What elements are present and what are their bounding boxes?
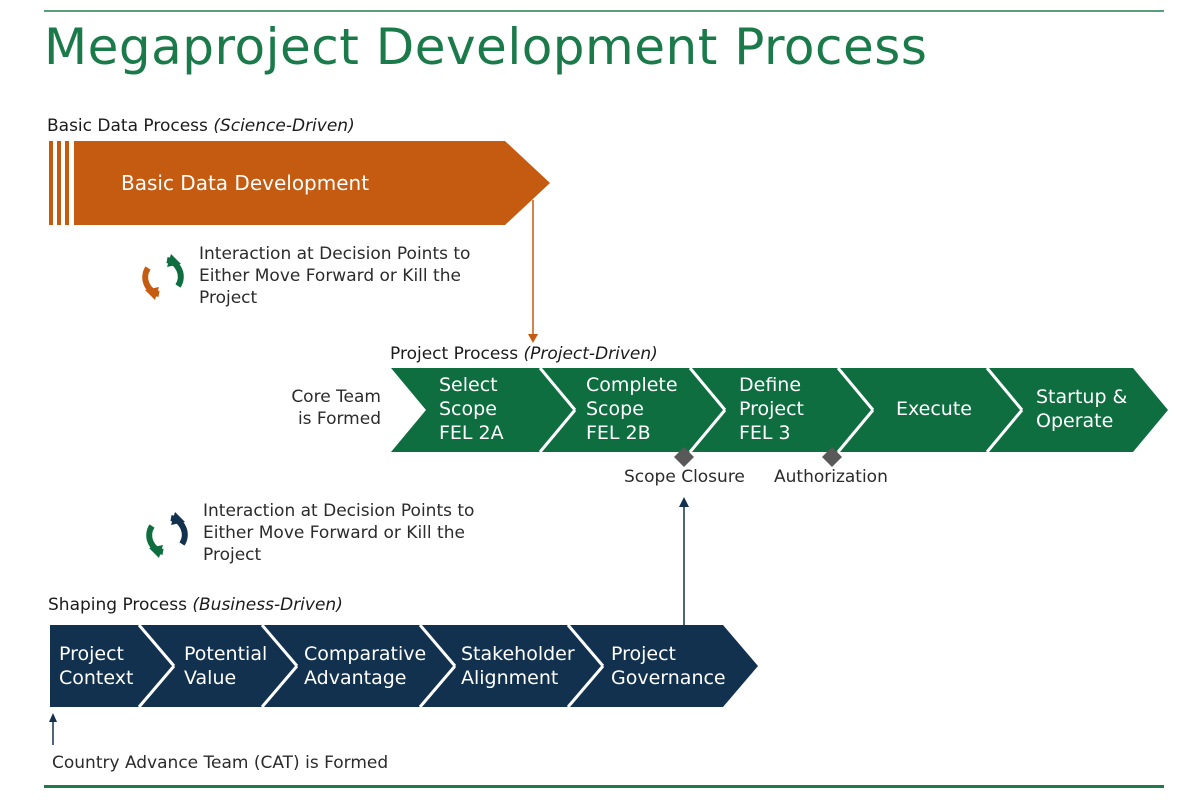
cat-formed-note: Country Advance Team (CAT) is Formed: [52, 753, 389, 773]
step-stakeholder-alignment-line-1: Stakeholder: [461, 643, 575, 665]
chevron-complete-scope: [540, 368, 725, 452]
scope-closure-label: Scope Closure: [624, 467, 745, 487]
basic-to-project-connector: [528, 200, 538, 343]
interaction-bottom-line-3: Project: [203, 545, 262, 565]
step-define-project-label: Define Project FEL 3: [739, 373, 804, 445]
chevron-define-project: [690, 368, 873, 452]
project-process-label: Project Process (Project-Driven): [390, 344, 658, 364]
interaction-note-top: Interaction at Decision Points to Either…: [199, 243, 470, 309]
basic-data-stripe-1: [49, 141, 53, 225]
interaction-note-bottom: Interaction at Decision Points to Either…: [203, 500, 474, 566]
project-process-label-main: Project Process: [390, 344, 519, 364]
chevron-startup-operate: [987, 368, 1168, 452]
step-select-scope-line-1: Select: [439, 374, 498, 396]
page-title: Megaproject Development Process: [44, 18, 928, 76]
step-define-project-line-1: Define: [739, 374, 802, 396]
shaping-to-scope-closure-connector: [679, 497, 689, 625]
step-potential-value-line-1: Potential: [184, 643, 268, 665]
chevron-select-scope: [391, 368, 575, 452]
step-complete-scope-line-2: Scope: [586, 398, 644, 420]
project-chevrons: [391, 367, 1168, 453]
step-select-scope-line-3: FEL 2A: [439, 422, 504, 444]
step-define-project-line-2: Project: [739, 398, 805, 420]
shaping-process-label: Shaping Process (Business-Driven): [48, 595, 343, 615]
cycle-arrows-icon: [142, 254, 184, 300]
step-project-governance-line-2: Governance: [611, 667, 726, 689]
step-select-scope-label: Select Scope FEL 2A: [439, 373, 504, 445]
basic-data-arrow: [74, 141, 550, 225]
step-project-context-line-2: Context: [59, 667, 134, 689]
interaction-top-line-2: Either Move Forward or Kill the: [199, 266, 461, 286]
step-define-project-line-3: FEL 3: [739, 422, 791, 444]
basic-data-stripe-2: [57, 141, 61, 225]
chevron-project-governance: [568, 625, 758, 707]
step-complete-scope-label: Complete Scope FEL 2B: [586, 373, 678, 445]
step-startup-operate-line-1: Startup &: [1036, 386, 1128, 408]
basic-data-label-main: Basic Data Process: [47, 116, 208, 136]
step-project-governance-line-1: Project: [611, 643, 677, 665]
step-comparative-advantage-line-1: Comparative: [304, 643, 427, 665]
chevron-execute: [838, 368, 1022, 452]
top-rule: [44, 10, 1164, 12]
cycle-arrows-icon-bottom: [146, 512, 188, 558]
step-comparative-advantage-label: Comparative Advantage: [304, 642, 426, 690]
chevron-stakeholder-alignment: [420, 625, 603, 707]
core-team-note: Core Team is Formed: [255, 386, 381, 430]
step-project-context-label: Project Context: [59, 642, 133, 690]
step-potential-value-label: Potential Value: [184, 642, 267, 690]
core-team-line-2: is Formed: [297, 409, 381, 429]
scope-closure-diamond-icon: [674, 447, 694, 467]
step-execute-label: Execute: [896, 397, 972, 421]
cat-arrow: [49, 713, 57, 745]
step-stakeholder-alignment-label: Stakeholder Alignment: [461, 642, 575, 690]
step-complete-scope-line-3: FEL 2B: [586, 422, 651, 444]
step-stakeholder-alignment-line-2: Alignment: [461, 667, 559, 689]
step-project-context-line-1: Project: [59, 643, 125, 665]
authorization-diamond-icon: [822, 447, 842, 467]
core-team-line-1: Core Team: [291, 387, 381, 407]
interaction-top-line-3: Project: [199, 288, 258, 308]
step-comparative-advantage-line-2: Advantage: [304, 667, 407, 689]
interaction-top-line-1: Interaction at Decision Points to: [199, 244, 471, 264]
step-potential-value-line-2: Value: [184, 667, 237, 689]
chevron-project-context: [50, 625, 174, 707]
interaction-bottom-line-1: Interaction at Decision Points to: [203, 501, 475, 521]
basic-data-stripe-3: [65, 141, 69, 225]
step-execute-line-1: Execute: [896, 398, 972, 420]
step-select-scope-line-2: Scope: [439, 398, 497, 420]
shaping-chevrons: [50, 624, 758, 708]
basic-data-label-italic: (Science-Driven): [213, 116, 355, 136]
basic-data-bar: [49, 141, 550, 225]
shaping-process-label-italic: (Business-Driven): [192, 595, 343, 615]
basic-data-development-label: Basic Data Development: [121, 171, 370, 195]
interaction-bottom-line-2: Either Move Forward or Kill the: [203, 523, 465, 543]
step-project-governance-label: Project Governance: [611, 642, 726, 690]
authorization-label: Authorization: [774, 467, 888, 487]
shaping-process-label-main: Shaping Process: [48, 595, 187, 615]
step-startup-operate-line-2: Operate: [1036, 410, 1114, 432]
step-startup-operate-label: Startup & Operate: [1036, 385, 1127, 433]
chevron-comparative-advantage: [262, 625, 455, 707]
chevron-potential-value: [139, 625, 297, 707]
step-complete-scope-line-1: Complete: [586, 374, 678, 396]
bottom-rule: [44, 785, 1164, 788]
basic-data-process-label: Basic Data Process (Science-Driven): [47, 116, 355, 136]
project-process-label-italic: (Project-Driven): [523, 344, 658, 364]
